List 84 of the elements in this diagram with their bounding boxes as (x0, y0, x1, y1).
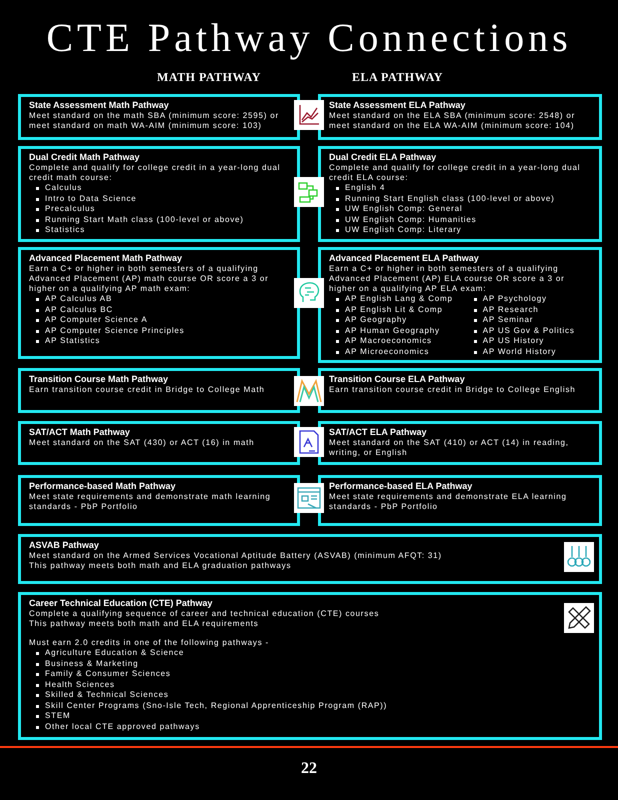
pathway-card (18, 421, 300, 465)
description-text: Meet standard on the SAT (430) or ACT (16) in math (29, 438, 254, 448)
list-item: English 4 (329, 183, 386, 194)
list-item: AP Psychology (466, 294, 547, 304)
card-heading: Advanced Placement ELA Pathway (329, 253, 479, 264)
list-item: Running Start Math class (100-level or above) (29, 214, 244, 225)
card-heading: ASVAB Pathway (29, 540, 99, 551)
description-text: Meet standard on the ELA SBA (minimum score: 2548) or meet standard on the ELA WA-AIM (minimum score: 104) (329, 111, 576, 131)
list-item: AP Calculus AB (29, 294, 112, 304)
list-item: AP English Lang & Comp (329, 294, 453, 304)
list-item: AP US History (466, 336, 544, 346)
list-item: AP Microeconomics (329, 346, 430, 357)
description-text: Meet standard on the math SBA (minimum score: 2595) or meet standard on math WA-AIM (minimum score: 103) (29, 111, 280, 131)
description-text: Complete and qualify for college credit in a year-long dual credit ELA course: (329, 163, 582, 183)
card-heading: Performance-based Math Pathway (29, 481, 176, 492)
card-heading: Dual Credit ELA Pathway (329, 152, 436, 163)
list-item: AP US Gov & Politics (466, 326, 575, 336)
description-text: Complete and qualify for college credit in a year-long dual credit math course: (29, 163, 282, 183)
column-heading: ELA PATHWAY (352, 70, 443, 85)
card-heading: State Assessment ELA Pathway (329, 100, 466, 111)
list-item: UW English Comp: Humanities (329, 214, 476, 225)
list-item: Skill Center Programs (Sno-Isle Tech, Regional Apprenticeship Program (RAP)) (29, 700, 388, 711)
description-text: Earn a C+ or higher in both semesters of a qualifying Advanced Placement (AP) ELA course OR score a 3 or higher on a qualifying AP ELA exam: (329, 264, 566, 294)
column-heading: MATH PATHWAY (157, 70, 261, 85)
page-title: CTE Pathway Connections (45, 14, 573, 62)
list-item: Agriculture Education & Science (29, 648, 184, 658)
list-item: Other local CTE approved pathways (29, 722, 200, 732)
list-item: UW English Comp: Literary (329, 225, 462, 236)
list-item: Statistics (29, 225, 86, 236)
card-heading: SAT/ACT ELA Pathway (329, 427, 427, 438)
description-text: Meet standard on the Armed Services Vocational Aptitude Battery (ASVAB) (minimum AFQT: 31) (29, 551, 442, 561)
description-text: Complete a qualifying sequence of career and technical education (CTE) courses (29, 609, 380, 619)
list-item: Calculus (29, 183, 82, 194)
list-item: AP Calculus BC (29, 304, 113, 315)
pathway-card (318, 146, 602, 242)
pathway-card (18, 475, 300, 526)
card-heading: State Assessment Math Pathway (29, 100, 169, 111)
description-text: Meet state requirements and demonstrate ELA learning standards - PbP Portfolio (329, 492, 568, 512)
pathway-card (18, 247, 300, 359)
pathway-card (318, 247, 602, 363)
description-text: Earn transition course credit in Bridge to College Math (29, 385, 265, 395)
pathway-card (18, 534, 602, 584)
description-text: Earn a C+ or higher in both semesters of a qualifying Advanced Placement (AP) math course OR score a 3 or higher on a qualifying AP math exam: (29, 264, 270, 294)
pathway-card (18, 592, 602, 740)
list-item: AP Human Geography (329, 326, 440, 336)
pathway-card (18, 368, 300, 413)
list-item: AP Computer Science A (29, 315, 148, 326)
list-item: Running Start English class (100-level or above) (329, 194, 555, 204)
list-item: Family & Consumer Sciences (29, 669, 171, 680)
list-item: Skilled & Technical Sciences (29, 690, 169, 700)
description-text: Must earn 2.0 credits in one of the following pathways - (29, 638, 270, 648)
description-text: This pathway meets both math and ELA requirements (29, 619, 259, 629)
list-item: AP Computer Science Principles (29, 326, 184, 336)
description-text: Meet state requirements and demonstrate math learning standards - PbP Portfolio (29, 492, 272, 512)
pathway-card (18, 94, 300, 140)
list-item: Intro to Data Science (29, 194, 137, 204)
card-heading: Transition Course ELA Pathway (329, 374, 465, 385)
pathway-card (318, 94, 602, 140)
description-text: Earn transition course credit in Bridge to College English (329, 385, 576, 395)
card-heading: Transition Course Math Pathway (29, 374, 168, 385)
list-item: AP Macroeconomics (329, 336, 432, 346)
list-item: Health Sciences (29, 680, 115, 690)
card-heading: Dual Credit Math Pathway (29, 152, 140, 163)
list-item: AP Geography (329, 315, 407, 326)
list-item: AP Research (466, 304, 539, 315)
list-item: AP English Lit & Comp (329, 304, 443, 315)
list-item: AP Seminar (466, 315, 534, 326)
description-text: Meet standard on the SAT (410) or ACT (14) in reading, writing, or English (329, 438, 570, 458)
list-item: AP Statistics (29, 336, 100, 346)
card-heading: Advanced Placement Math Pathway (29, 253, 182, 264)
pathway-card (318, 475, 602, 526)
list-item: Precalculus (29, 204, 96, 214)
pathway-card (318, 421, 602, 465)
page-number: 22 (301, 760, 317, 778)
card-heading: Performance-based ELA Pathway (329, 481, 472, 492)
pathway-card (318, 368, 602, 413)
pathway-card (18, 146, 300, 242)
list-item: UW English Comp: General (329, 204, 462, 214)
list-item: AP World History (466, 346, 556, 357)
description-text: This pathway meets both math and ELA graduation pathways (29, 561, 292, 571)
list-item: STEM (29, 711, 70, 722)
list-item: Business & Marketing (29, 658, 138, 669)
card-heading: SAT/ACT Math Pathway (29, 427, 130, 438)
card-heading: Career Technical Education (CTE) Pathway (29, 598, 212, 609)
